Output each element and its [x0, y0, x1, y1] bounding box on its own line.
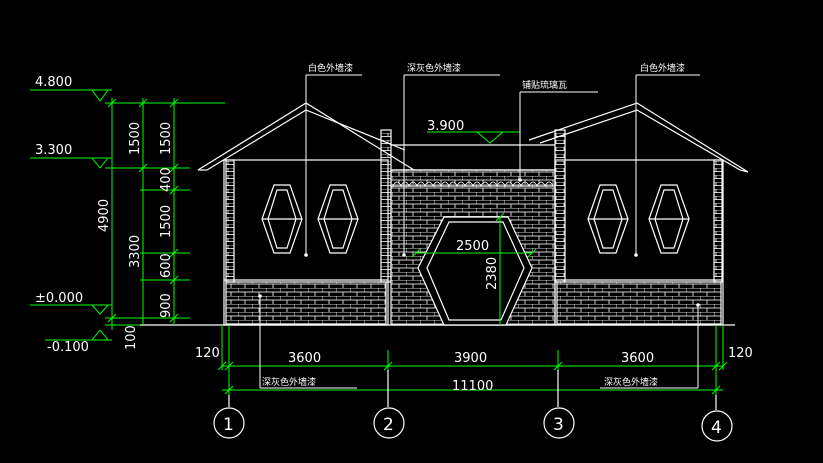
- right-end-brick: [713, 159, 723, 283]
- axis-label-4: 4: [711, 418, 722, 438]
- opening-width: 2500: [456, 239, 489, 254]
- right-brick-plinth: [556, 281, 722, 325]
- level-below: -0.100: [47, 340, 89, 355]
- dim-total: 11100: [452, 379, 493, 394]
- left-end-brick: [225, 159, 235, 283]
- axis-bubble-4: [701, 410, 733, 442]
- level-mid: 3.900: [427, 119, 464, 134]
- window-left-1: [261, 184, 303, 254]
- dim-4900: 4900: [97, 199, 112, 232]
- dim-inner-400: 400: [159, 167, 174, 192]
- window-right-2: [648, 184, 690, 254]
- dim-span-3: 3600: [621, 351, 654, 366]
- building: [140, 102, 749, 326]
- dim-inner-900: 900: [159, 293, 174, 318]
- axis-label-1: 1: [223, 415, 234, 435]
- note-white-paint-left: 白色外墙漆: [308, 62, 353, 74]
- dim-100: 100: [124, 325, 139, 350]
- hexagon-opening: [417, 216, 533, 326]
- axis-bubble-2: [373, 407, 405, 439]
- axis-bubble-1: [213, 407, 245, 439]
- level-top: 4.800: [35, 75, 72, 90]
- dim-right-120: 120: [728, 346, 753, 361]
- axis-label-3: 3: [553, 415, 564, 435]
- dim-span-2: 3900: [454, 351, 487, 366]
- dim-inner-600: 600: [159, 253, 174, 278]
- dim-1500-mid: 1500: [128, 122, 143, 155]
- right-gable-roof: [528, 102, 749, 173]
- vertical-dimension-lines: [105, 98, 225, 330]
- dim-3300: 3300: [128, 235, 143, 268]
- note-white-paint-right: 白色外墙漆: [640, 62, 685, 74]
- left-brick-plinth: [225, 281, 387, 325]
- axis-label-2: 2: [383, 415, 394, 435]
- note-dark-gray-bottom-left: 深灰色外墙漆: [262, 376, 316, 388]
- level-eave: 3.300: [35, 143, 72, 158]
- axis-bubble-3: [543, 407, 575, 439]
- dim-left-120: 120: [195, 346, 220, 361]
- note-dark-gray-top: 深灰色外墙漆: [407, 62, 461, 74]
- dim-inner-1500a: 1500: [159, 122, 174, 155]
- level-ground: ±0.000: [35, 291, 83, 306]
- dim-span-1: 3600: [288, 351, 321, 366]
- opening-height: 2380: [485, 257, 500, 290]
- note-dark-gray-bottom-right: 深灰色外墙漆: [604, 376, 658, 388]
- window-left-2: [317, 184, 359, 254]
- window-right-1: [587, 184, 629, 254]
- level-markers: [30, 89, 112, 341]
- note-glazed-tile: 铺贴琉璃瓦: [522, 79, 567, 91]
- right-col-brick: [554, 129, 566, 283]
- dim-inner-1500b: 1500: [159, 205, 174, 238]
